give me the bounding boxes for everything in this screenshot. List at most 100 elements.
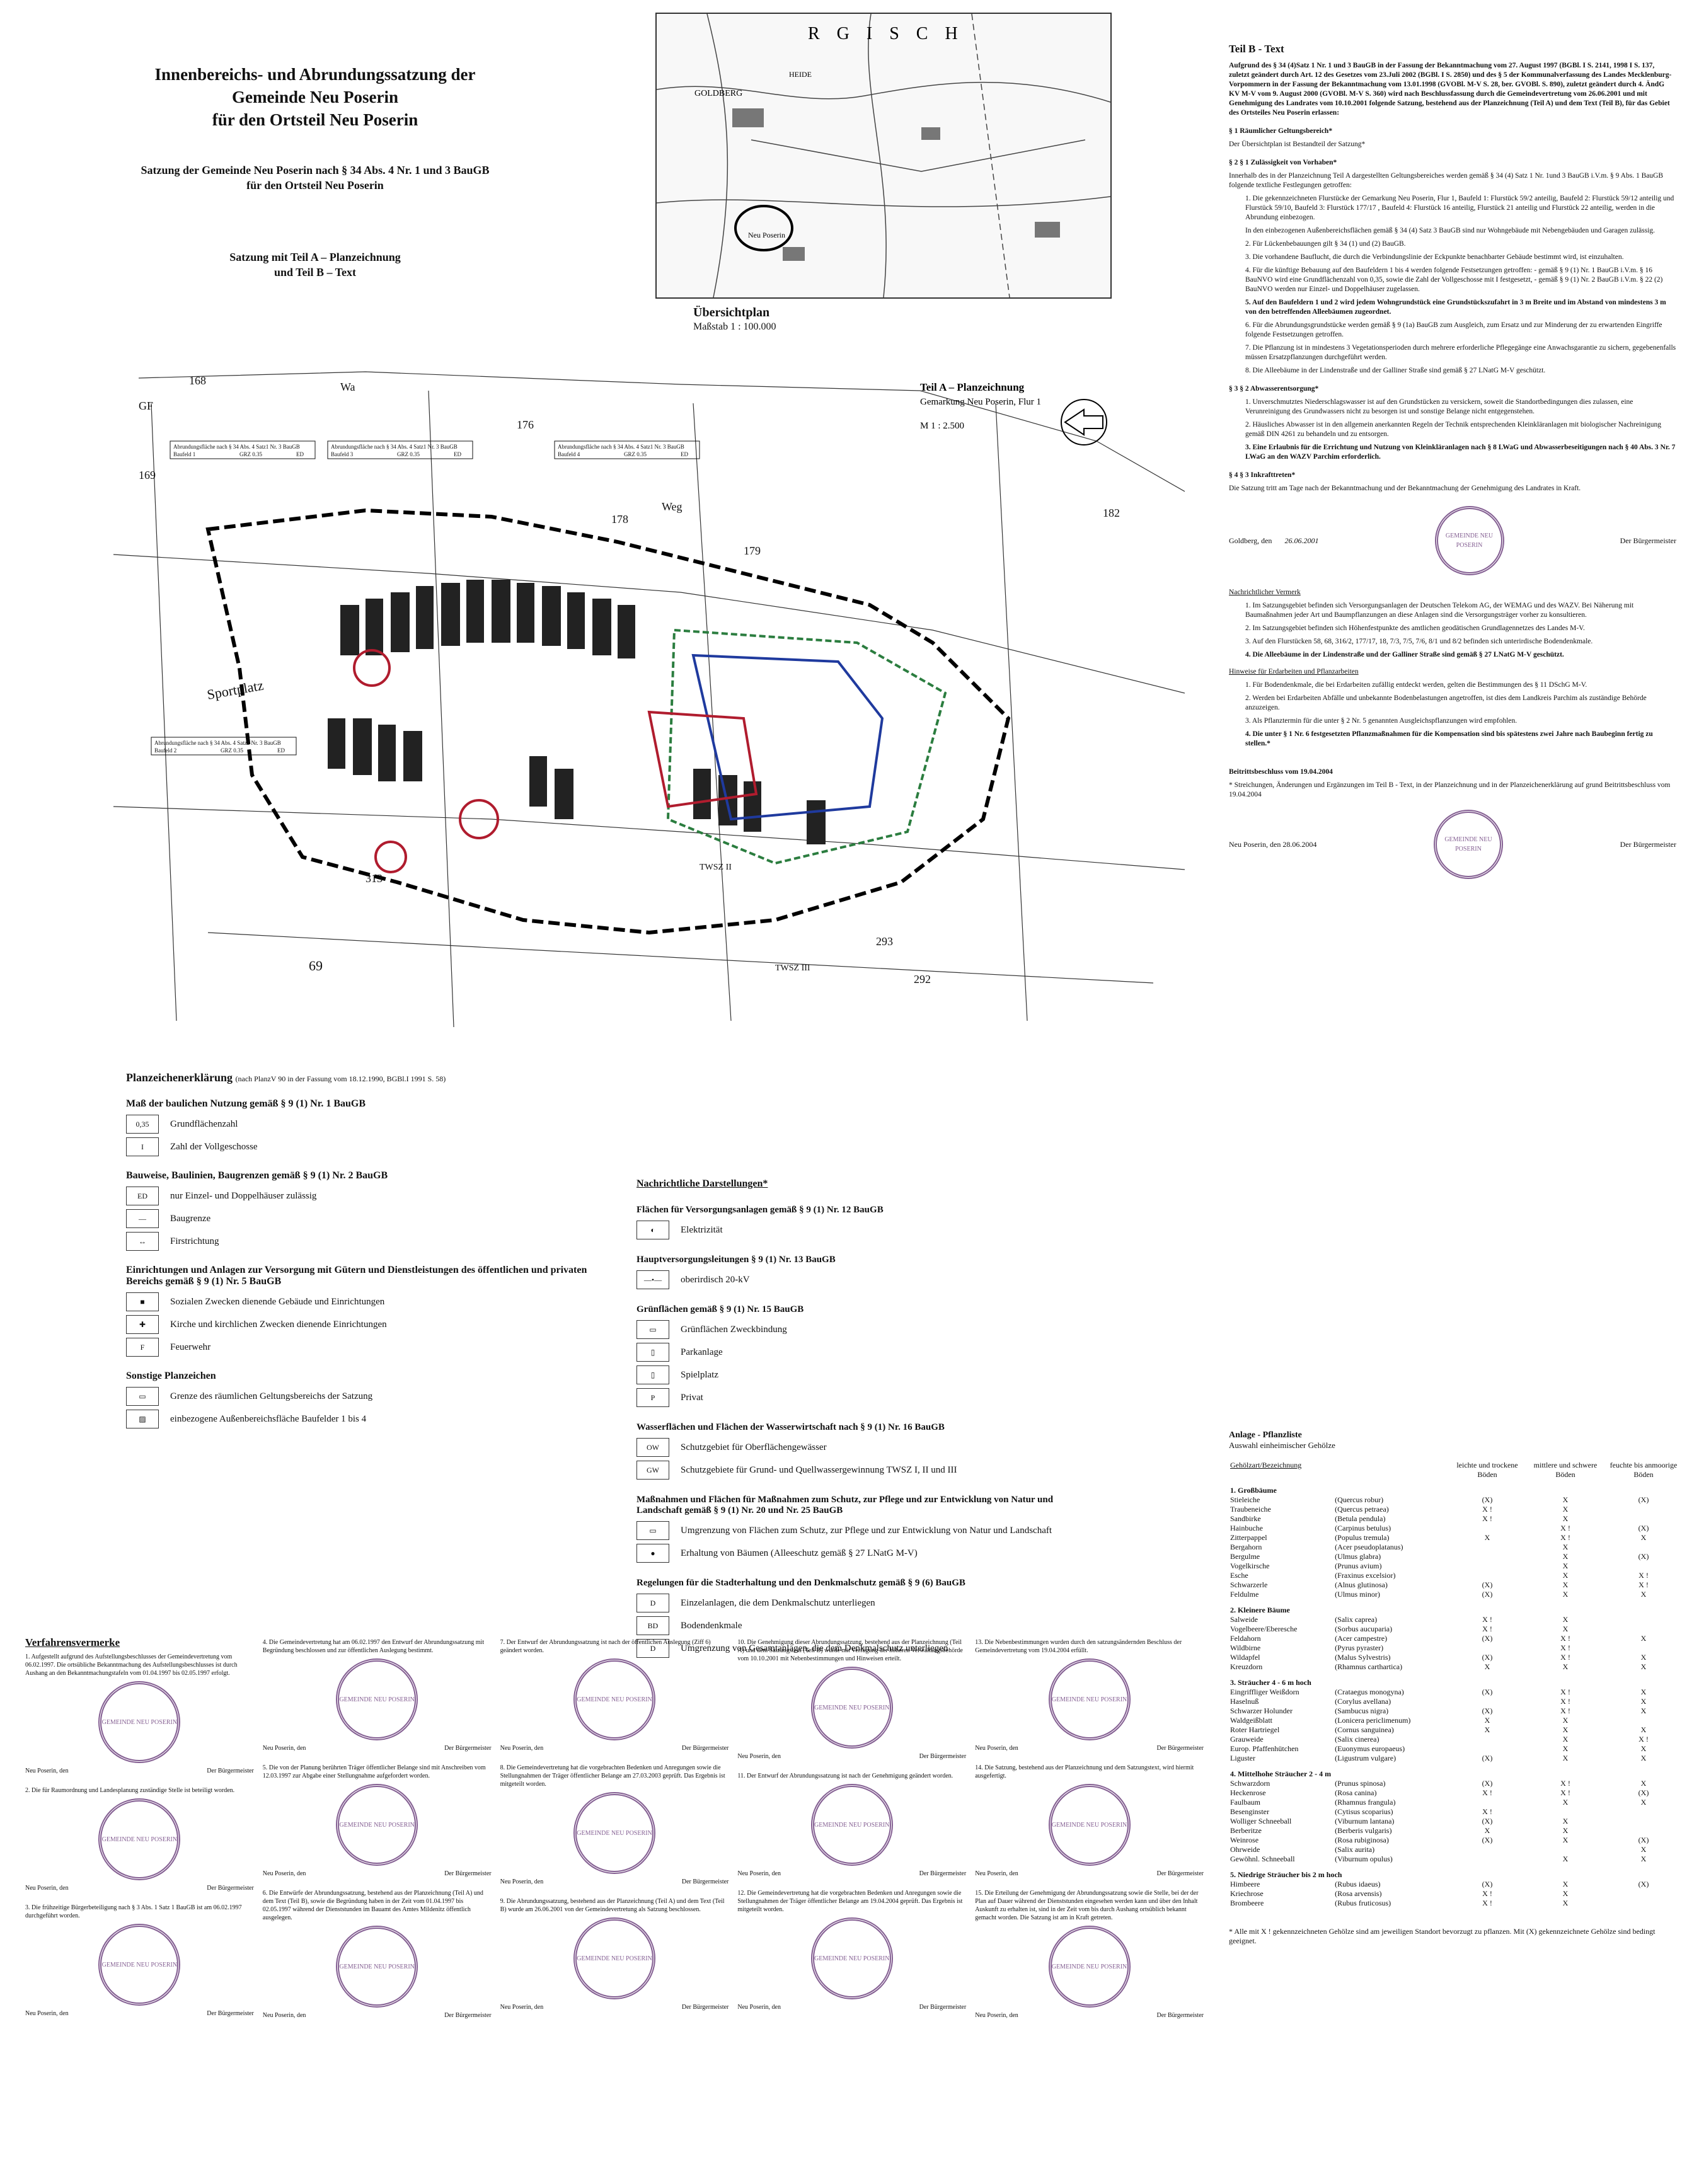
- plant-name: Europ. Pfaffenhütchen: [1230, 1744, 1299, 1753]
- procedure-place: Neu Poserin, den: [737, 1753, 781, 1760]
- procedure-column: 13. Die Nebenbestimmungen wurden durch d…: [975, 1638, 1204, 2155]
- plant-latin: (Ulmus minor): [1335, 1590, 1380, 1599]
- plant-row: Vogelbeere/Eberesche(Sorbus aucuparia)X …: [1229, 1624, 1683, 1634]
- procedure-text: 7. Der Entwurf der Abrundungssatzung ist…: [500, 1639, 711, 1654]
- plant-light: X: [1484, 1725, 1490, 1734]
- procedure-item: 2. Die für Raumordnung und Landesplanung…: [25, 1786, 254, 1892]
- stamp-text: GEMEINDE NEU POSERIN: [339, 1963, 415, 1970]
- text-b-nachr: Nachrichtlicher Vermerk: [1229, 589, 1301, 596]
- legend-symbol: ▭: [126, 1387, 159, 1406]
- plant-group-row: 4. Mittelhohe Sträucher 2 - 4 m: [1229, 1763, 1683, 1779]
- legend-group-heading: Maßnahmen und Flächen für Maßnahmen zum …: [636, 1495, 1054, 1515]
- plant-medium: X: [1562, 1798, 1569, 1807]
- plant-light: X: [1484, 1826, 1490, 1835]
- plant-wet: (X): [1638, 1552, 1649, 1561]
- plant-medium: X: [1562, 1716, 1569, 1725]
- procedure-text: 10. Die Genehmigung dieser Abrundungssat…: [737, 1639, 963, 1662]
- legend-row: ▯Parkanlage: [636, 1343, 1090, 1362]
- baufeld-3-ed: ED: [454, 451, 461, 457]
- plant-list-heading: Anlage - Pflanzliste: [1229, 1430, 1302, 1440]
- text-b-item-8: 7. Die Pflanzung ist in mindestens 3 Veg…: [1245, 344, 1676, 361]
- plant-row: Sandbirke(Betula pendula)X !X: [1229, 1514, 1683, 1524]
- plant-wet: X: [1640, 1725, 1647, 1734]
- plant-medium: X !: [1560, 1687, 1570, 1696]
- plant-latin: (Prunus avium): [1335, 1561, 1382, 1570]
- plant-latin: (Alnus glutinosa): [1335, 1580, 1388, 1589]
- plant-medium: X: [1562, 1552, 1569, 1561]
- plant-row: Besenginster(Cytisus scoparius)X !: [1229, 1807, 1683, 1817]
- procedure-place: Neu Poserin, den: [25, 1767, 69, 1774]
- plant-wet: (X): [1638, 1524, 1649, 1532]
- plant-light: [1448, 1735, 1526, 1744]
- procedure-place: Neu Poserin, den: [975, 2012, 1018, 2019]
- baufeld-4: Baufeld 4: [558, 451, 580, 457]
- plant-light: (X): [1482, 1817, 1493, 1825]
- plant-latin: (Rosa arvensis): [1335, 1889, 1382, 1898]
- plant-latin: (Crataegus monogyna): [1335, 1687, 1404, 1696]
- legend-symbol: BD: [636, 1616, 669, 1635]
- plant-wet: [1604, 1643, 1683, 1653]
- plant-medium: [1526, 1807, 1604, 1817]
- plant-medium: X !: [1560, 1533, 1570, 1542]
- label-gf: GF: [139, 399, 153, 412]
- stamp-text: GEMEINDE NEU POSERIN: [101, 1961, 178, 1968]
- plant-medium: X: [1562, 1725, 1569, 1734]
- plant-medium: X: [1562, 1889, 1569, 1898]
- legend-left-groups: Maß der baulichen Nutzung gemäß § 9 (1) …: [126, 1098, 618, 1428]
- legend-symbol: D: [636, 1639, 669, 1658]
- plant-light: [1448, 1798, 1526, 1807]
- procedure-place: Neu Poserin, den: [737, 1870, 781, 1877]
- municipal-stamp: GEMEINDE NEU POSERIN: [573, 1917, 655, 1999]
- overview-map-drawing: GOLDBERG Neu Poserin R G I S C H HEIDE: [657, 14, 1110, 297]
- procedure-place: Neu Poserin, den: [975, 1870, 1018, 1877]
- plant-latin: (Viburnum opulus): [1335, 1854, 1393, 1863]
- parcel-179: 179: [744, 544, 761, 557]
- plant-latin: (Viburnum lantana): [1335, 1817, 1395, 1825]
- stamp-text: GEMEINDE NEU POSERIN: [1051, 1963, 1127, 1970]
- legend-symbol: 0,35: [126, 1115, 159, 1134]
- plant-medium: X: [1562, 1624, 1569, 1633]
- plant-row: Bergahorn(Acer pseudoplatanus)X: [1229, 1543, 1683, 1552]
- overview-label-region: R G I S C H: [808, 24, 964, 43]
- plant-latin: (Rubus fruticosus): [1335, 1899, 1391, 1907]
- plant-latin: (Prunus spinosa): [1335, 1779, 1386, 1788]
- text-b-s4: § 4 § 3 Inkrafttreten*: [1229, 471, 1296, 479]
- plant-wet: [1604, 1615, 1683, 1624]
- plant-name: Vogelbeere/Eberesche: [1230, 1624, 1298, 1633]
- procedure-heading: Verfahrensvermerke: [25, 1636, 120, 1648]
- legend-label: Firstrichtung: [170, 1236, 219, 1246]
- plant-name: Gewöhnl. Schneeball: [1230, 1854, 1295, 1863]
- legend-label: oberirdisch 20-kV: [681, 1274, 750, 1285]
- municipal-stamp: GEMEINDE NEU POSERIN: [336, 1926, 418, 2008]
- procedure-text: 5. Die von der Planung berührten Träger …: [262, 1764, 486, 1779]
- plant-name: Schwarzerle: [1230, 1580, 1268, 1589]
- plant-light: (X): [1482, 1634, 1493, 1643]
- plant-wet: X: [1640, 1854, 1647, 1863]
- plant-medium: X: [1562, 1571, 1569, 1580]
- plant-row: Vogelkirsche(Prunus avium)X: [1229, 1561, 1683, 1571]
- plant-wet: [1604, 1505, 1683, 1514]
- legend2-heading: Nachrichtliche Darstellungen*: [636, 1178, 768, 1189]
- plant-name: Bergulme: [1230, 1552, 1260, 1561]
- text-b-beitritt: Beitrittsbeschluss vom 19.04.2004: [1229, 768, 1333, 776]
- plant-name: Waldgeißblatt: [1230, 1716, 1273, 1725]
- sign-place-1: Goldberg, den: [1229, 536, 1272, 545]
- municipal-stamp: GEMEINDE NEU POSERIN: [810, 1784, 893, 1866]
- procedure-place: Neu Poserin, den: [25, 1885, 69, 1892]
- overview-caption: Übersichtplan: [693, 306, 770, 319]
- legend-label: einbezogene Außenbereichsfläche Baufelde…: [170, 1413, 367, 1424]
- plant-row: Kriechrose(Rosa arvensis)X !X: [1229, 1889, 1683, 1899]
- parcel-69: 69: [309, 958, 323, 974]
- plant-latin: (Acer pseudoplatanus): [1335, 1543, 1403, 1551]
- stamp-text: GEMEINDE NEU POSERIN: [1051, 1821, 1127, 1829]
- procedure-item: 13. Die Nebenbestimmungen wurden durch d…: [975, 1638, 1204, 1752]
